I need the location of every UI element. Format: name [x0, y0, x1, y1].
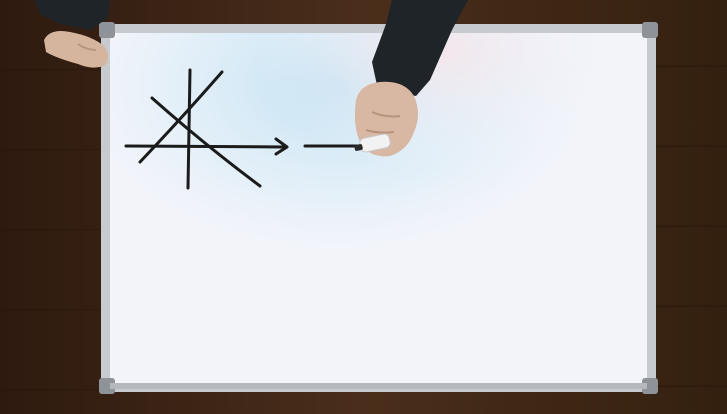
- horizontal-axis-line: [126, 146, 285, 147]
- corner-cap-top-left: [99, 22, 115, 38]
- corner-cap-top-right: [642, 22, 658, 38]
